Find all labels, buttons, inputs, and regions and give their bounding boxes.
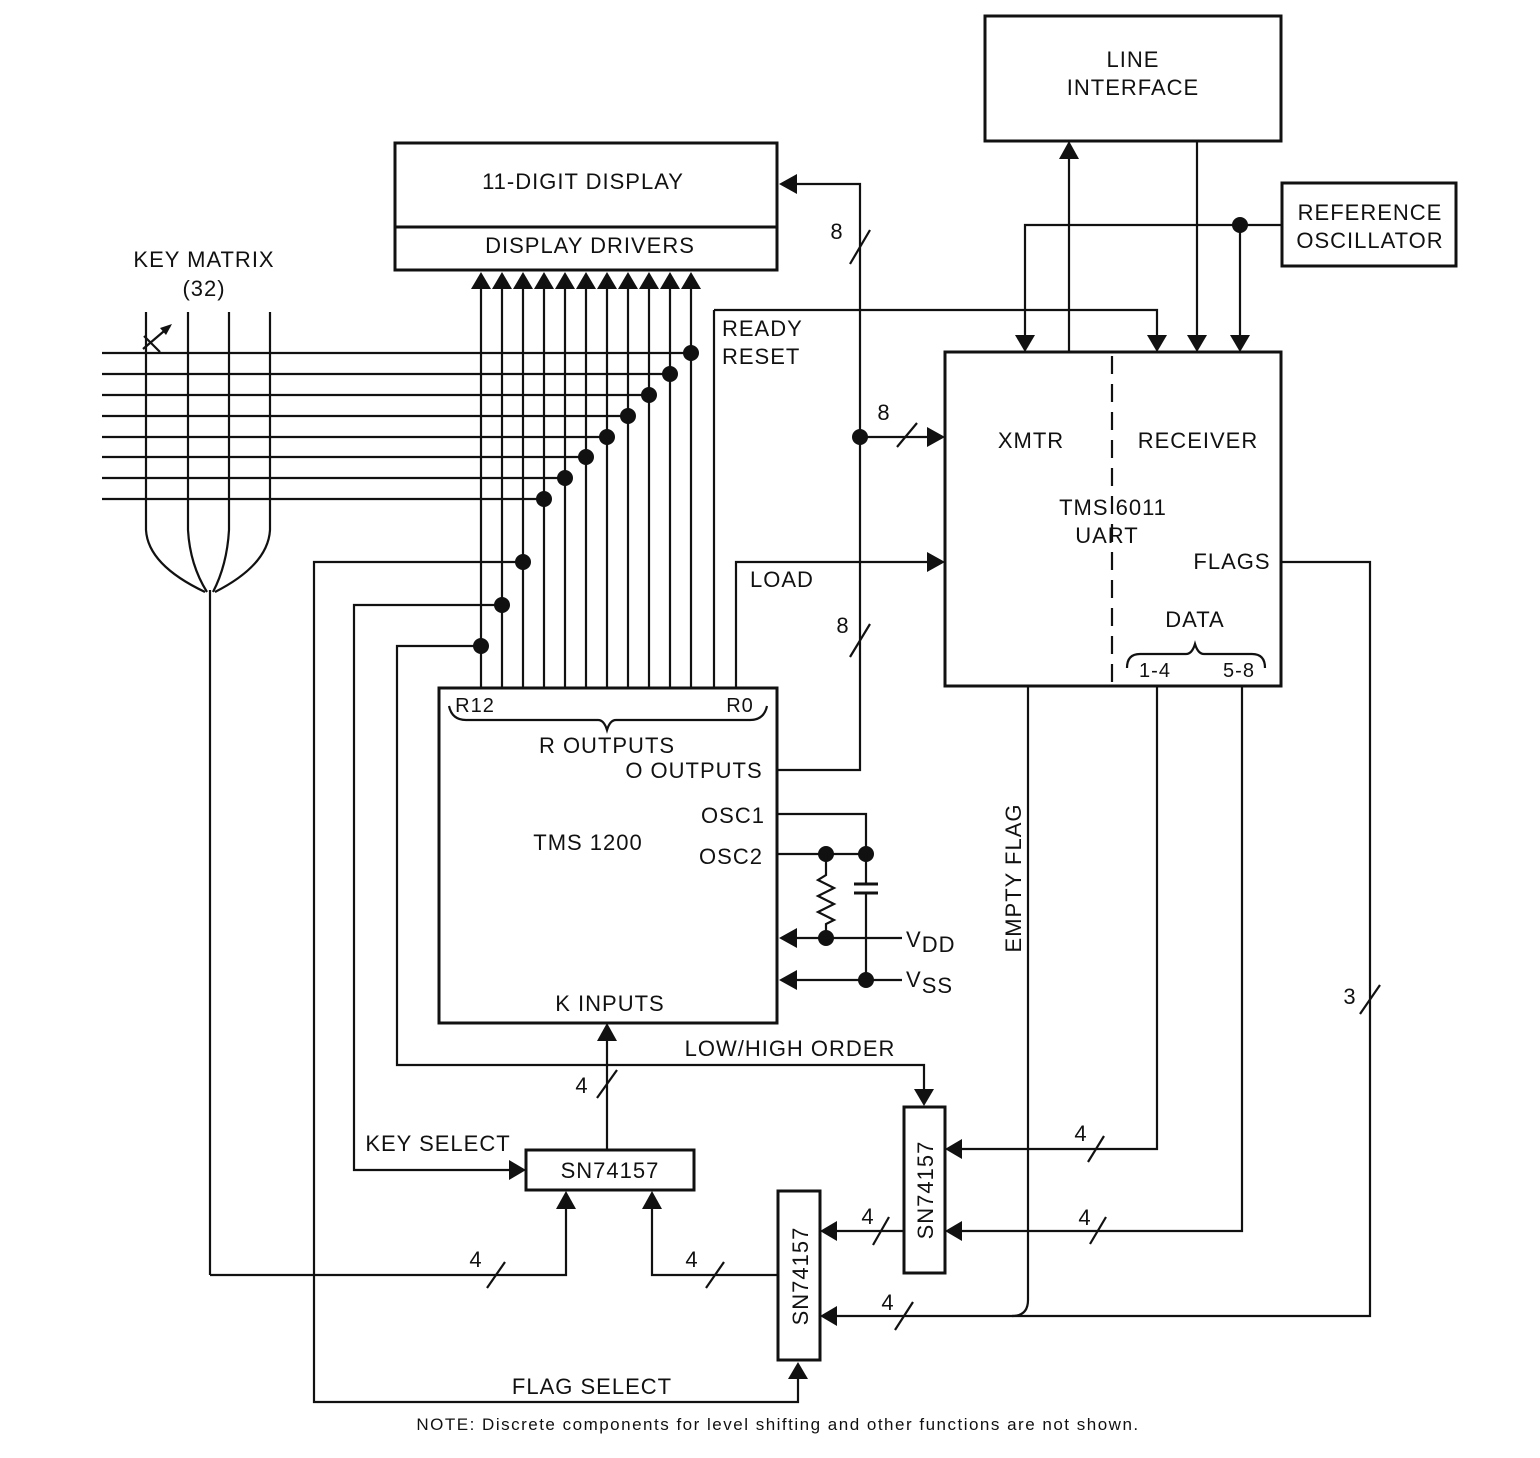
- tms1200-block: R12 R0 R OUTPUTS O OUTPUTS OSC1 OSC2 TMS…: [437, 686, 779, 1025]
- tms1200-name: TMS 1200: [533, 830, 643, 855]
- empty-flag-label: EMPTY FLAG: [1001, 804, 1026, 953]
- flag-select-label: FLAG SELECT: [512, 1374, 672, 1399]
- key-switch-icon: [142, 324, 172, 353]
- line-interface-block: LINE INTERFACE: [983, 14, 1283, 143]
- uart-name-1: TMS 6011: [1059, 495, 1167, 520]
- bus-width-data-mux-out: 4: [861, 1204, 874, 1229]
- data-low-label: 1-4: [1139, 660, 1171, 682]
- key-matrix-label-1: KEY MATRIX: [133, 247, 274, 272]
- mux-data-label: SN74157: [913, 1141, 938, 1240]
- k-inputs-label: K INPUTS: [555, 991, 664, 1016]
- footnote: NOTE: Discrete components for level shif…: [416, 1415, 1139, 1434]
- bus-width-flag-mux-in: 4: [881, 1290, 894, 1315]
- bus-width-o-outputs: 8: [836, 613, 849, 638]
- key-matrix-label-2: (32): [182, 276, 225, 301]
- mux-flag-label: SN74157: [788, 1227, 813, 1326]
- r-outputs-label: R OUTPUTS: [539, 733, 675, 758]
- display-block: 11-DIGIT DISPLAY DISPLAY DRIVERS: [393, 141, 779, 272]
- bus-width-key-matrix: 4: [469, 1247, 482, 1272]
- uart-name-2: UART: [1075, 523, 1139, 548]
- reference-oscillator-label-2: OSCILLATOR: [1296, 228, 1443, 253]
- key-mux-connections: [210, 1023, 778, 1289]
- bus-width-xmtr: 8: [877, 400, 890, 425]
- data-high-label: 5-8: [1223, 660, 1255, 682]
- flags-label: FLAGS: [1193, 549, 1270, 574]
- bus-width-flags: 3: [1343, 984, 1356, 1009]
- mux-flag-block: SN74157: [776, 1189, 822, 1362]
- osc1-label: OSC1: [701, 803, 765, 828]
- bus-width-data-low: 4: [1074, 1121, 1087, 1146]
- reference-oscillator-block: REFERENCE OSCILLATOR: [1280, 181, 1458, 268]
- mux-key-label: SN74157: [561, 1158, 660, 1183]
- uart-block: XMTR RECEIVER TMS 6011 UART FLAGS DATA 1…: [943, 350, 1283, 688]
- o-outputs-label: O OUTPUTS: [625, 758, 762, 783]
- line-interface-label-1: LINE: [1107, 47, 1160, 72]
- mux-data-block: SN74157: [902, 1105, 947, 1275]
- line-interface-label-2: INTERFACE: [1067, 75, 1199, 100]
- resistor-icon: [815, 854, 837, 938]
- r12-label: R12: [455, 695, 495, 717]
- osc2-label: OSC2: [699, 844, 763, 869]
- bus-width-labels: 8 8 8 4 3 4 4 4 4 4 4: [469, 219, 1356, 1315]
- key-matrix: KEY MATRIX (32): [133, 247, 274, 1275]
- r-output-bus: [471, 272, 1159, 688]
- low-high-order-label: LOW/HIGH ORDER: [685, 1036, 896, 1061]
- o-output-bus: [777, 174, 945, 772]
- reference-oscillator-label-1: REFERENCE: [1298, 200, 1443, 225]
- load-label: LOAD: [750, 567, 814, 592]
- mux-key-block: SN74157: [524, 1148, 696, 1192]
- bus-width-k-inputs: 4: [575, 1073, 588, 1098]
- vss-label: VSS: [906, 967, 953, 998]
- vdd-label: VDD: [906, 927, 955, 957]
- bus-width-flag-mux-out: 4: [685, 1247, 698, 1272]
- xmtr-label: XMTR: [998, 428, 1064, 453]
- key-select-label: KEY SELECT: [365, 1131, 510, 1156]
- capacitor-icon: [854, 854, 878, 980]
- reset-label: RESET: [722, 344, 800, 369]
- display-label: 11-DIGIT DISPLAY: [482, 169, 684, 194]
- bus-width-display: 8: [830, 219, 843, 244]
- data-label: DATA: [1165, 607, 1224, 632]
- r0-label: R0: [726, 695, 754, 717]
- uart-connections: [820, 141, 1381, 1331]
- bus-width-data-high: 4: [1078, 1205, 1091, 1230]
- oscillator-network: VDD VSS: [777, 812, 955, 998]
- select-lines: [312, 554, 934, 1404]
- signal-labels: READY RESET LOAD EMPTY FLAG LOW/HIGH ORD…: [365, 316, 1026, 1399]
- key-matrix-columns: [144, 312, 272, 1275]
- ready-label: READY: [722, 316, 803, 341]
- key-matrix-rows: [102, 345, 699, 507]
- receiver-label: RECEIVER: [1138, 428, 1258, 453]
- display-drivers-label: DISPLAY DRIVERS: [485, 233, 695, 258]
